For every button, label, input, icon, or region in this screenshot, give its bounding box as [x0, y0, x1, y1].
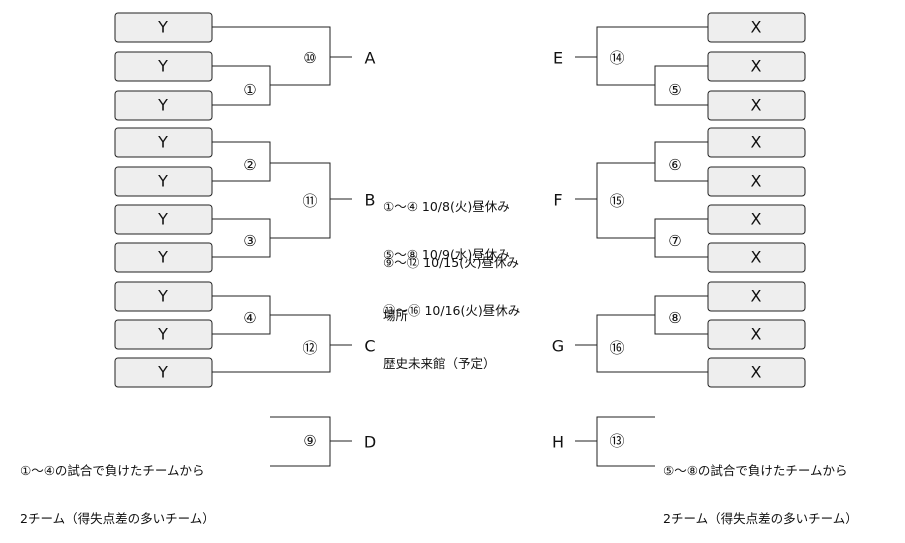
bracket-line	[212, 314, 331, 373]
match-14-label: ⑭	[609, 49, 624, 67]
match-6-label: ⑥	[668, 156, 681, 174]
right-team-9: X	[751, 325, 762, 344]
venue-block: 場所 歴史未来館（予定）	[383, 276, 496, 388]
match-8-label: ⑧	[668, 309, 681, 327]
right-teams: X X X X X X X X X X	[707, 12, 806, 388]
slot-h-label: H	[552, 433, 564, 452]
left-note: ①～④の試合で負けたチームから 2チーム（得失点差の多いチーム）	[20, 431, 215, 543]
right-team-7: X	[751, 248, 762, 267]
match-11-label: ⑪	[302, 192, 317, 210]
slot-b-label: B	[365, 191, 376, 210]
right-team-1: X	[751, 18, 762, 37]
match-2-label: ②	[243, 156, 256, 174]
match-16-label: ⑯	[609, 339, 624, 357]
slot-c-label: C	[364, 337, 375, 356]
schedule-line-4: ⑬～⑯ 10/16(火)昼休み	[383, 303, 521, 318]
match-4-label: ④	[243, 309, 256, 327]
left-team-5: Y	[157, 172, 168, 191]
match-12-label: ⑫	[302, 339, 317, 357]
left-team-9: Y	[157, 325, 168, 344]
slot-d-label: D	[364, 433, 376, 452]
right-team-2: X	[751, 57, 762, 76]
venue-label: 場所	[383, 308, 409, 323]
right-note: ⑤～⑧の試合で負けたチームから 2チーム（得失点差の多いチーム）	[663, 431, 858, 543]
left-team-7: Y	[157, 248, 168, 267]
bracket-line	[212, 26, 331, 86]
right-team-10: X	[751, 363, 762, 382]
right-note-line-2: 2チーム（得失点差の多いチーム）	[663, 511, 858, 526]
tournament-bracket: Y Y Y Y Y Y Y Y Y Y X X X X X X X X	[114, 12, 806, 467]
bracket-line	[596, 26, 708, 86]
right-team-5: X	[751, 172, 762, 191]
right-note-line-1: ⑤～⑧の試合で負けたチームから	[663, 463, 848, 478]
schedule-line-2: ⑤～⑧ 10/9(水)昼休み	[383, 247, 510, 262]
left-bracket-lines	[212, 26, 352, 467]
match-1-label: ①	[243, 81, 256, 99]
left-team-6: Y	[157, 210, 168, 229]
bracket-line	[654, 141, 708, 182]
bracket-line	[212, 65, 271, 106]
bracket-line	[596, 162, 655, 239]
bracket-line	[270, 416, 331, 467]
bracket-line	[212, 141, 271, 182]
match-5-label: ⑤	[668, 81, 681, 99]
bracket-line	[270, 162, 331, 239]
schedule-block: ①～④ 10/8(火)昼休み ⑤～⑧ 10/9(水)昼休み	[383, 167, 510, 279]
match-15-label: ⑮	[609, 192, 624, 210]
right-bracket-lines	[575, 26, 708, 467]
right-team-8: X	[751, 287, 762, 306]
left-note-line-1: ①～④の試合で負けたチームから	[20, 463, 205, 478]
left-team-2: Y	[157, 57, 168, 76]
left-team-1: Y	[157, 18, 168, 37]
right-team-3: X	[751, 96, 762, 115]
match-7-label: ⑦	[668, 232, 681, 250]
slot-f-label: F	[553, 191, 562, 210]
left-team-3: Y	[157, 96, 168, 115]
slot-a-label: A	[365, 49, 376, 68]
right-team-6: X	[751, 210, 762, 229]
match-13-label: ⑬	[609, 432, 624, 450]
left-teams: Y Y Y Y Y Y Y Y Y Y	[114, 12, 213, 388]
match-labels: ① ② ③ ④ ⑤ ⑥ ⑦ ⑧ ⑨ ⑩ ⑪ ⑫ ⑬ ⑭ ⑮ ⑯	[243, 49, 681, 450]
bracket-line	[212, 295, 271, 335]
left-team-4: Y	[157, 133, 168, 152]
bracket-line	[596, 416, 655, 467]
match-10-label: ⑩	[303, 49, 316, 67]
left-team-8: Y	[157, 287, 168, 306]
slot-labels: A B C D E F G H	[364, 49, 564, 452]
bracket-line	[212, 218, 271, 258]
schedule-line-3: ⑨～⑫ 10/15(火)昼休み	[383, 255, 519, 270]
venue-name: 歴史未来館（予定）	[383, 356, 496, 371]
bracket-line	[596, 314, 708, 373]
match-3-label: ③	[243, 232, 256, 250]
left-team-10: Y	[157, 363, 168, 382]
right-team-4: X	[751, 133, 762, 152]
match-9-label: ⑨	[303, 432, 316, 450]
slot-e-label: E	[553, 49, 563, 68]
slot-g-label: G	[552, 337, 564, 356]
schedule-line-1: ①～④ 10/8(火)昼休み	[383, 199, 510, 214]
schedule-block-2: ⑨～⑫ 10/15(火)昼休み ⑬～⑯ 10/16(火)昼休み	[383, 223, 520, 335]
left-note-line-2: 2チーム（得失点差の多いチーム）	[20, 511, 215, 526]
